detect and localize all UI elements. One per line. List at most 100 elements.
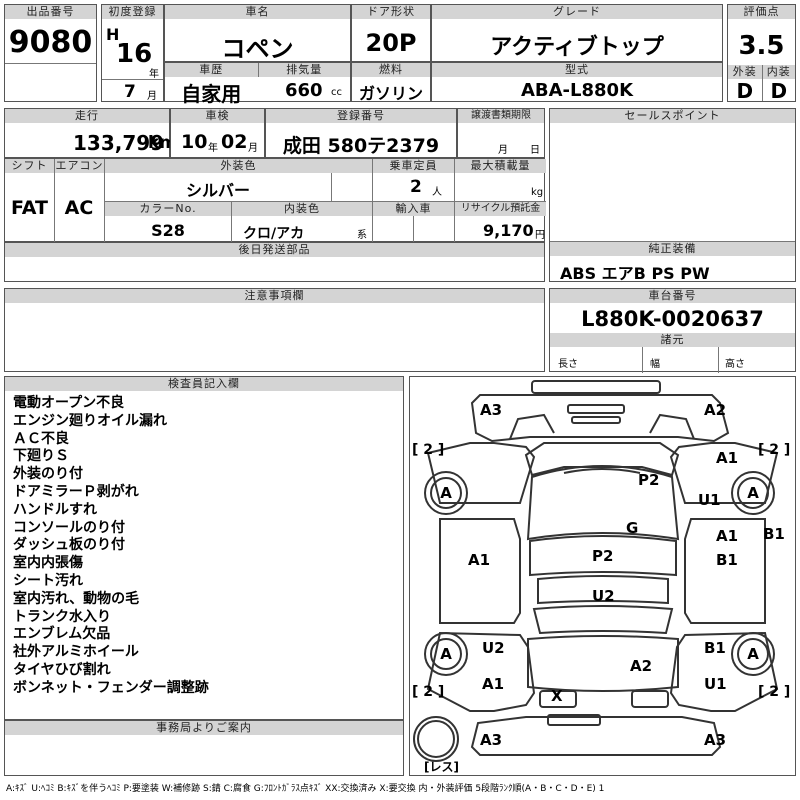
- insp-month-unit: 月: [248, 143, 258, 154]
- inspector-comment: シート汚れ: [13, 573, 83, 589]
- score-label: 評価点: [728, 5, 795, 19]
- tire-front-right: A: [731, 471, 775, 515]
- bracket-rear-left: [ 2 ]: [412, 684, 445, 700]
- tire-rear-right: A: [731, 632, 775, 676]
- displacement-label: 排気量: [257, 63, 350, 77]
- width-label: 幅: [650, 359, 660, 370]
- reg-year: 16: [116, 39, 153, 69]
- ac-label: エアコン: [54, 159, 104, 173]
- inspector-comment: 社外アルミホイール: [13, 644, 139, 661]
- mark-rear-fender-right: B1: [704, 639, 726, 657]
- mileage-unit: km: [148, 133, 178, 153]
- office-box: 事務局よりご案内: [4, 720, 404, 776]
- int-color: クロ/アカ: [243, 226, 305, 242]
- ext-color-label: 外装色: [104, 159, 372, 173]
- mark-rear-quarter-left: A1: [482, 675, 505, 693]
- int-rating: D: [761, 79, 796, 103]
- inspector-comment: 室内内張傷: [13, 555, 83, 572]
- score: 3.5: [738, 31, 785, 61]
- later-parts-label: 後日発送部品: [5, 243, 544, 257]
- year-unit: 年: [149, 69, 159, 80]
- load-label: 最大積載量: [454, 159, 546, 173]
- plate: 成田 580テ2379: [282, 135, 440, 157]
- inspector-comment: タイヤひび割れ: [13, 662, 111, 678]
- int-label: 内装: [761, 65, 795, 79]
- mark-front-bumper-left: A3: [480, 401, 503, 419]
- bracket-rear-right: [ 2 ]: [758, 684, 791, 700]
- mark-rear-quarter-right: U1: [704, 675, 727, 693]
- shift: FAT: [11, 197, 48, 219]
- ext-color: シルバー: [185, 181, 250, 200]
- inspector-comment: トランク水入り: [13, 608, 111, 625]
- length-label: 長さ: [558, 359, 578, 370]
- first-reg-label: 初度登録: [102, 5, 163, 19]
- capacity-unit: 人: [432, 187, 442, 198]
- month-unit: 月: [147, 91, 157, 102]
- tire-front-right-mark: A: [737, 477, 769, 509]
- equip-label: 純正装備: [550, 242, 795, 256]
- inspector-comment: ボンネット・フェンダー調整跡: [13, 679, 209, 696]
- recycle: 9,170: [483, 221, 534, 240]
- car-name-label: 車名: [165, 5, 350, 19]
- inspector-comment: ドアミラーＰ剥がれ: [13, 484, 139, 500]
- notes-box: 注意事項欄: [4, 288, 545, 372]
- ac: AC: [64, 197, 94, 219]
- ext-rating: D: [736, 79, 754, 103]
- mileage: 133,799: [73, 131, 165, 155]
- reg-month: 7: [124, 82, 136, 102]
- mark-door-right: A1: [716, 527, 739, 545]
- first-reg-box: 初度登録 H 16 年 7 月: [101, 4, 164, 102]
- displacement: 660: [285, 80, 323, 101]
- insp-year: 10: [181, 131, 208, 153]
- capacity: 2: [410, 177, 422, 197]
- office-label: 事務局よりご案内: [5, 721, 403, 735]
- ext-label: 外装: [728, 65, 762, 79]
- inspector-comment: ＡＣ不良: [13, 430, 69, 447]
- mark-fender-right-dent: U1: [698, 491, 721, 509]
- recycle-label: リサイクル預託金: [455, 202, 546, 216]
- inspector-comment: 電動オープン不良: [13, 395, 125, 411]
- tire-front-left: A: [424, 471, 468, 515]
- load-unit: kg: [531, 187, 544, 198]
- car-name-box: 車名 コペン: [164, 4, 351, 63]
- bracket-front-right: [ 2 ]: [758, 442, 791, 458]
- inspection-label: 車検: [171, 109, 264, 123]
- plate-label: 登録番号: [266, 109, 456, 123]
- door-label: ドア形状: [352, 5, 430, 19]
- chassis-box: 車台番号 L880K-0020637 諸元 長さ 幅 高さ: [549, 288, 796, 373]
- color-no-label: カラーNo.: [105, 202, 231, 216]
- lot-no: 9080: [8, 25, 93, 60]
- capacity-label: 乗車定員: [372, 159, 454, 173]
- insp-month: 02: [221, 131, 248, 153]
- door: 20P: [365, 29, 417, 57]
- sales-box: セールスポイント 純正装備 ABS エアB PS PW: [549, 108, 796, 283]
- grade-label: グレード: [432, 5, 722, 19]
- mark-tail-lamp: X: [551, 687, 563, 705]
- model: ABA-L880K: [520, 80, 634, 101]
- history-label: 車歴: [165, 63, 258, 77]
- inspector-comment: エンジン廻りオイル漏れ: [13, 412, 167, 429]
- transfer-label: 譲渡書類期限: [458, 109, 544, 123]
- insp-year-unit: 年: [208, 143, 218, 154]
- int-color-label: 内装色: [231, 202, 372, 216]
- inspector-comment: エンブレム欠品: [13, 626, 111, 643]
- recycle-unit: 円: [535, 230, 545, 241]
- grade: アクティブトップ: [490, 35, 664, 60]
- mark-sill-right: B1: [763, 525, 785, 543]
- transfer-box: 譲渡書類期限 月 日: [457, 108, 545, 158]
- mark-rear-bumper-right: A3: [704, 731, 727, 749]
- mark-rear-deck: U2: [592, 587, 615, 605]
- mark-front-fender-right: A1: [716, 449, 739, 467]
- legend: A:ｷｽﾞ U:ﾍｺﾐ B:ｷｽﾞを伴うﾍｺﾐ P:要塗装 W:補修跡 S:錆 …: [6, 784, 605, 794]
- mileage-label: 走行: [5, 109, 169, 123]
- mark-front-bumper-right: A2: [704, 401, 727, 419]
- specs-label: 諸元: [550, 333, 795, 347]
- model-box: 型式 ABA-L880K: [431, 62, 723, 102]
- tire-rear-left-mark: A: [430, 638, 462, 670]
- chassis: L880K-0020637: [581, 307, 764, 331]
- inspector-comment: ハンドルすれ: [13, 501, 97, 518]
- bracket-front-left: [ 2 ]: [412, 442, 445, 458]
- grade-box: グレード アクティブトップ: [431, 4, 723, 62]
- spare-label: [レス]: [424, 760, 459, 774]
